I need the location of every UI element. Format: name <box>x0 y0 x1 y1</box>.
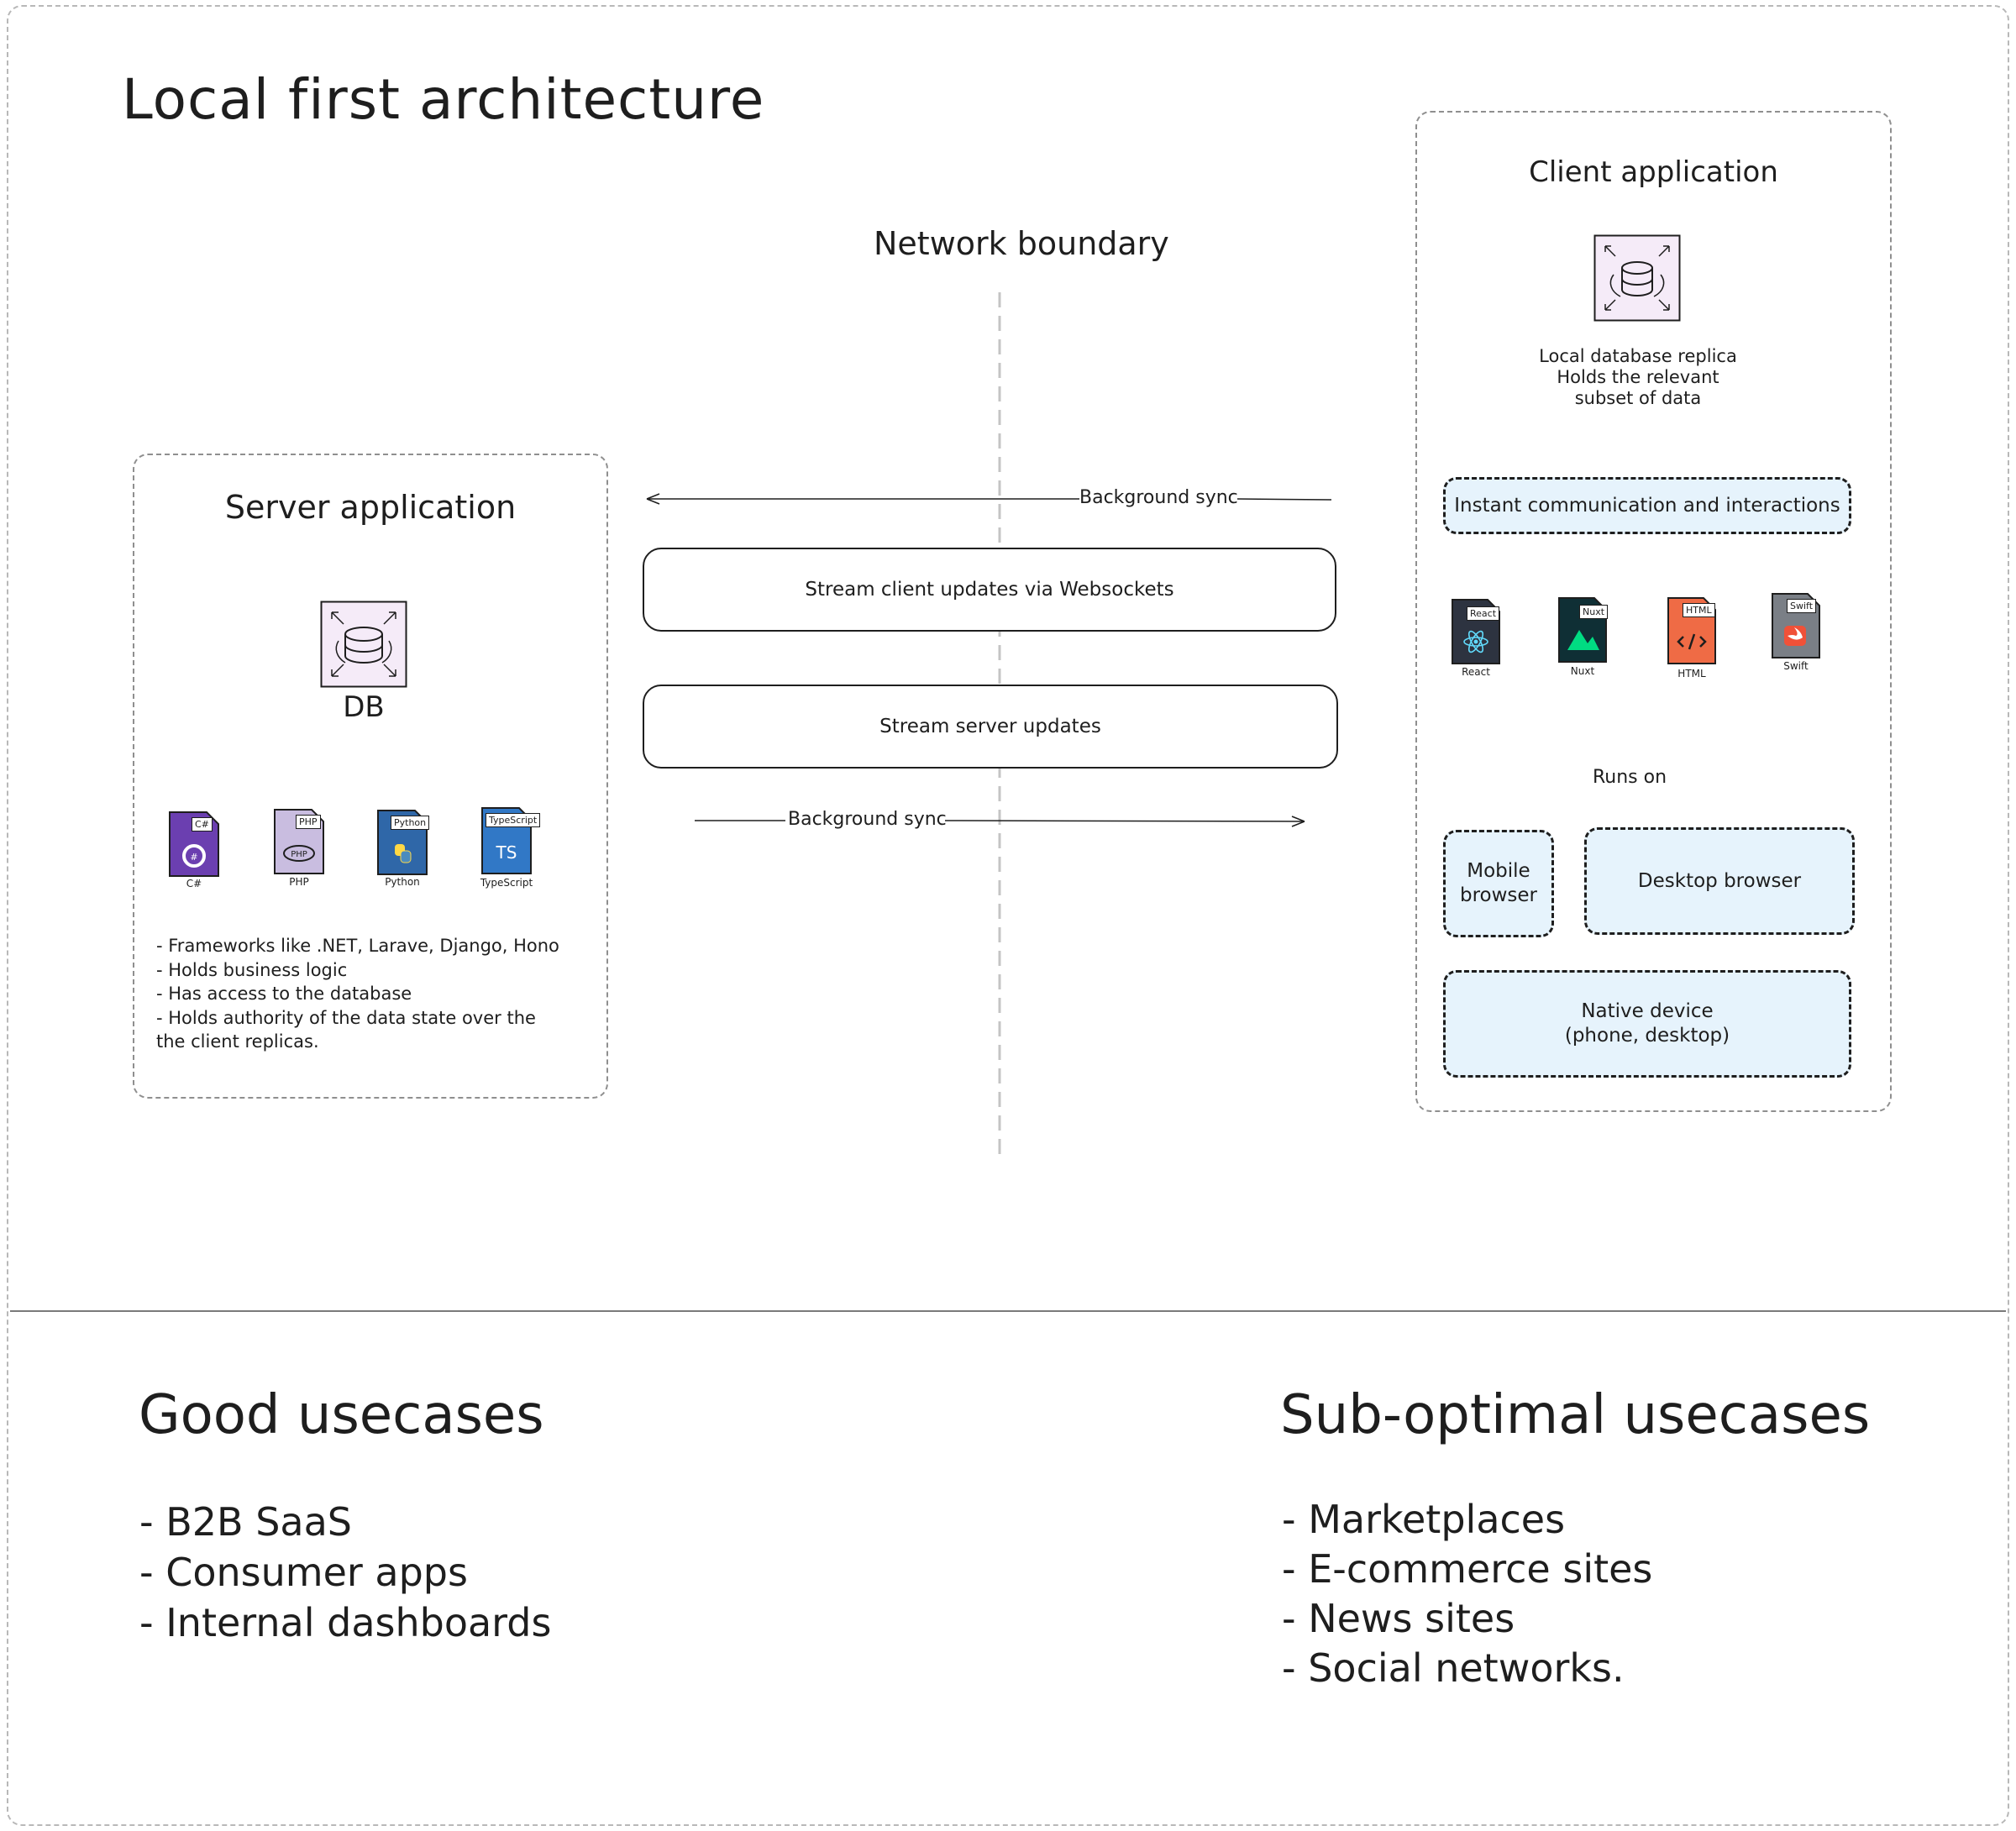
server-application-box <box>133 454 608 1099</box>
csharp-tag: C# <box>192 817 213 832</box>
php-label: PHP <box>289 876 309 888</box>
mobile-browser-box: Mobile browser <box>1443 830 1554 937</box>
react-tag: React <box>1467 606 1500 621</box>
server-description-line: - Holds business logic <box>156 959 348 980</box>
runs-on-label: Runs on <box>1592 767 1667 788</box>
suboptimal-usecases-heading: Sub-optimal usecases <box>1280 1384 1871 1446</box>
client-application-box <box>1415 111 1892 1112</box>
canvas-frame <box>7 5 2009 1826</box>
html-label: HTML <box>1677 668 1706 679</box>
swift-label: Swift <box>1783 660 1809 672</box>
php-tag: PHP <box>296 815 321 829</box>
instant-communication-box: Instant communication and interactions <box>1443 477 1851 534</box>
section-divider <box>10 1310 2006 1312</box>
good-usecase-item: - B2B SaaS <box>139 1499 352 1545</box>
mobile-browser-label: Mobile browser <box>1459 860 1538 906</box>
server-db-icon <box>320 601 407 691</box>
suboptimal-usecase-item: - E-commerce sites <box>1282 1546 1653 1592</box>
python-label: Python <box>385 876 420 888</box>
svg-text:TS: TS <box>496 842 517 863</box>
csharp-label: C# <box>186 878 202 889</box>
background-sync-bottom-arrow <box>695 816 1305 827</box>
suboptimal-usecases-list: - Marketplaces - E-commerce sites - News… <box>1282 1495 1652 1693</box>
python-tag: Python <box>391 816 430 830</box>
server-description-line: the client replicas. <box>156 1031 319 1052</box>
good-usecase-item: - Consumer apps <box>139 1550 468 1595</box>
network-boundary-label: Network boundary <box>874 225 1169 262</box>
desktop-browser-label: Desktop browser <box>1637 869 1802 892</box>
svg-text:PHP: PHP <box>291 850 307 859</box>
stream-client-updates-label: Stream client updates via Websockets <box>805 579 1174 601</box>
server-description-line: - Has access to the database <box>156 984 412 1004</box>
suboptimal-usecase-item: - News sites <box>1282 1596 1515 1641</box>
client-replica-line: subset of data <box>1574 388 1702 408</box>
good-usecases-heading: Good usecases <box>139 1384 544 1446</box>
nuxt-tag: Nuxt <box>1579 605 1609 619</box>
server-application-title: Server application <box>224 489 517 526</box>
page-title: Local first architecture <box>122 67 765 132</box>
good-usecases-list: - B2B SaaS - Consumer apps - Internal da… <box>139 1497 551 1648</box>
background-sync-bottom-label: Background sync <box>788 809 947 830</box>
suboptimal-usecase-item: - Social networks. <box>1282 1645 1625 1691</box>
nuxt-label: Nuxt <box>1570 665 1595 677</box>
native-device-label: Native device (phone, desktop) <box>1564 1000 1730 1047</box>
html-tag: HTML <box>1683 603 1715 617</box>
native-device-box: Native device (phone, desktop) <box>1443 970 1851 1078</box>
instant-communication-label: Instant communication and interactions <box>1454 494 1840 517</box>
client-application-title: Client application <box>1529 155 1778 189</box>
svg-text:#: # <box>190 852 197 863</box>
typescript-tag: TypeScript <box>486 813 541 827</box>
server-db-label: DB <box>343 690 385 724</box>
swift-tag: Swift <box>1787 599 1817 613</box>
client-db-replica-icon <box>1593 234 1681 325</box>
server-description: - Frameworks like .NET, Larave, Django, … <box>156 934 559 1054</box>
typescript-label: TypeScript <box>480 877 533 889</box>
stream-server-updates-box: Stream server updates <box>643 685 1338 769</box>
server-description-line: - Holds authority of the data state over… <box>156 1007 536 1028</box>
client-replica-line: Local database replica <box>1539 346 1737 366</box>
stream-server-updates-label: Stream server updates <box>879 716 1101 737</box>
client-replica-line: Holds the relevant <box>1557 367 1719 387</box>
background-sync-top-arrow <box>646 493 1332 505</box>
stream-client-updates-box: Stream client updates via Websockets <box>643 548 1336 632</box>
react-label: React <box>1462 666 1490 678</box>
client-replica-description: Local database replica Holds the relevan… <box>1512 346 1764 409</box>
server-description-line: - Frameworks like .NET, Larave, Django, … <box>156 936 559 956</box>
suboptimal-usecase-item: - Marketplaces <box>1282 1497 1566 1542</box>
background-sync-top-label: Background sync <box>1079 487 1238 508</box>
desktop-browser-box: Desktop browser <box>1584 827 1855 935</box>
good-usecase-item: - Internal dashboards <box>139 1600 552 1645</box>
